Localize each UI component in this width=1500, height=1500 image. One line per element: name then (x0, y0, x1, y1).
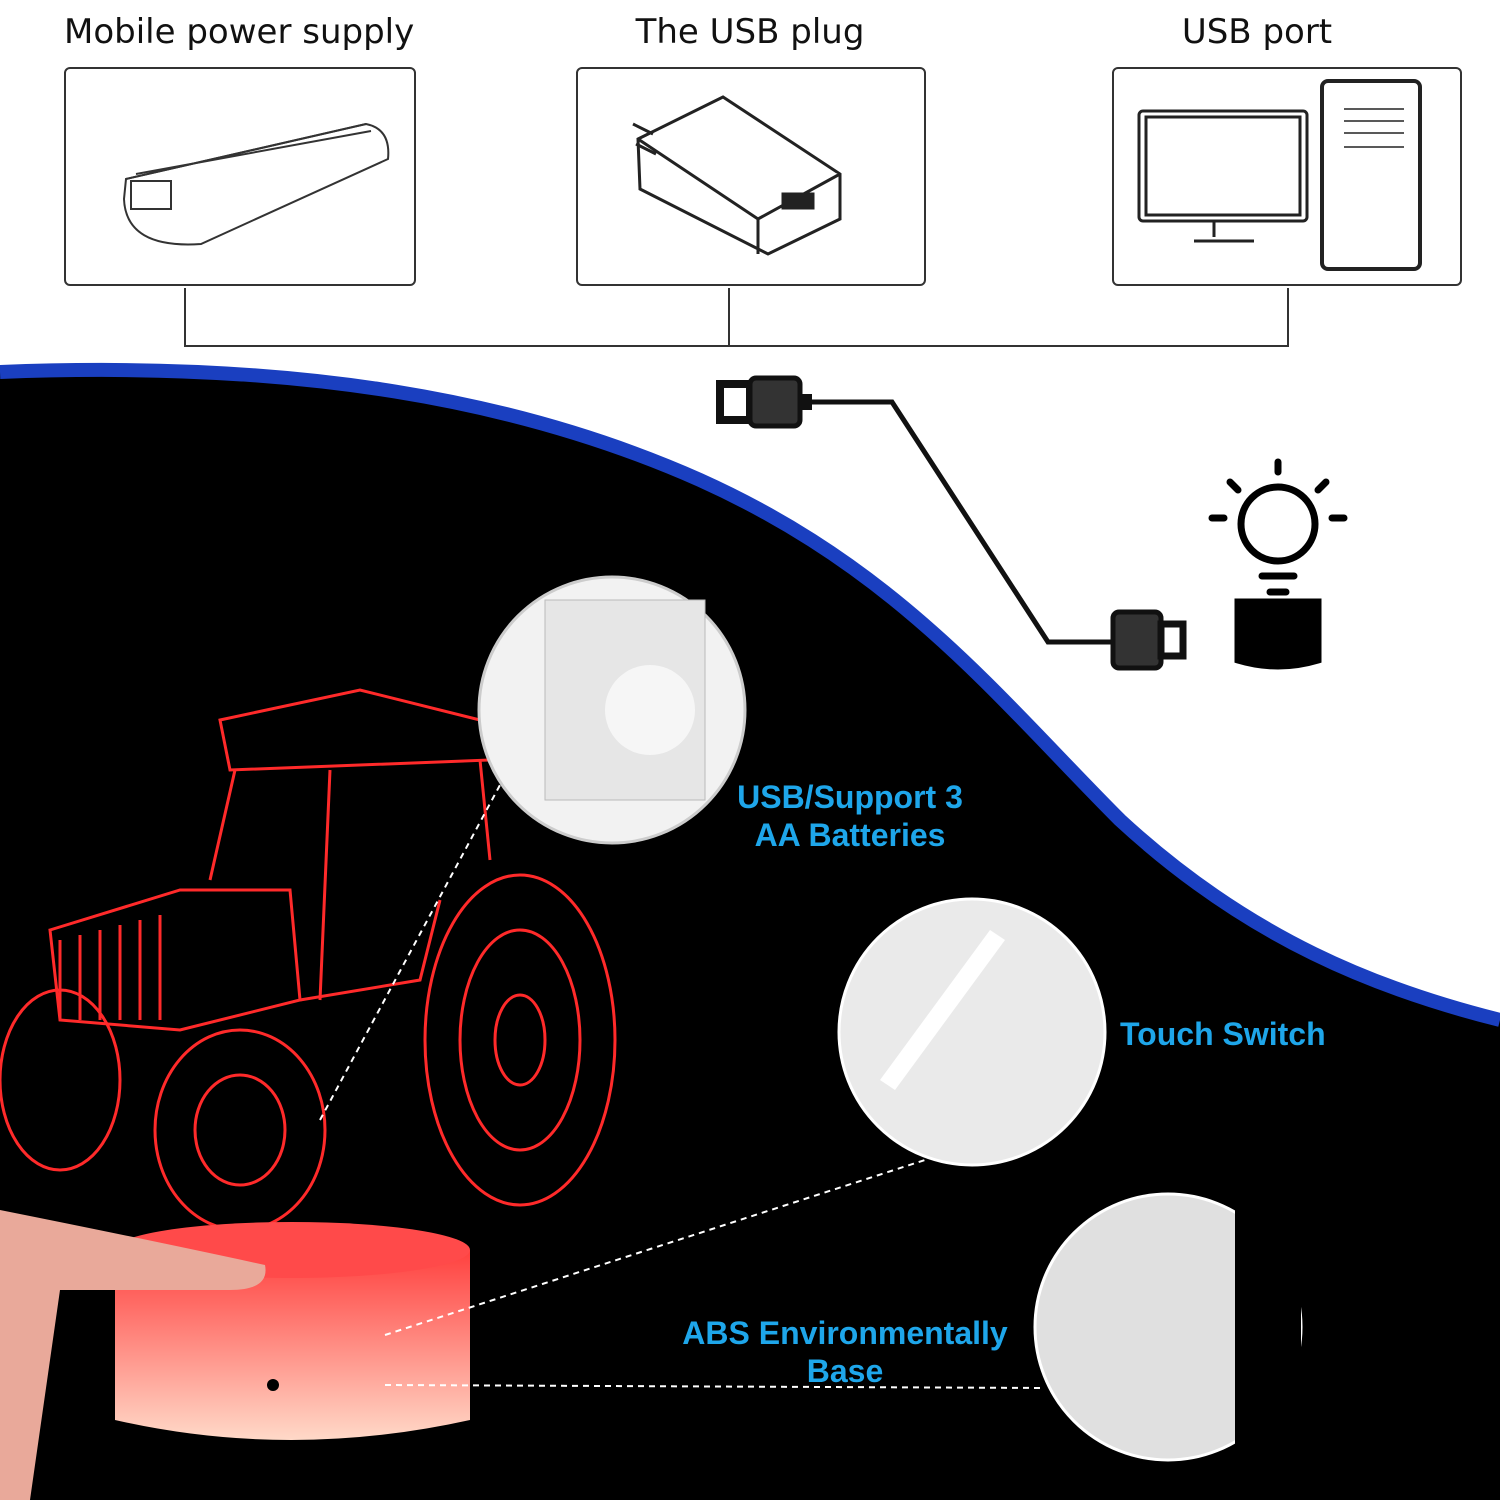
power-bank-icon (122, 122, 390, 246)
callout-batteries-line2: AA Batteries (754, 817, 946, 853)
callout-batteries-line1: USB/Support 3 (737, 779, 963, 815)
label-usb-plug: The USB plug (635, 12, 865, 52)
lamp-base-image (0, 1210, 470, 1500)
callout-touch-switch: Touch Switch (1120, 1016, 1326, 1052)
label-mobile-power-supply: Mobile power supply (64, 12, 415, 52)
computer-icon (1137, 79, 1422, 271)
connector-lines (184, 288, 1289, 347)
callout-base-line2: Base (806, 1353, 884, 1389)
usb-cable-icon (716, 375, 1187, 671)
lamp-bulb-icon (1208, 458, 1348, 670)
usb-adapter-icon (632, 95, 842, 256)
touch-switch-image (837, 897, 1107, 1167)
callout-base: ABS Environmentally Base (670, 1314, 1020, 1390)
base-texture-image (1033, 1192, 1303, 1462)
usb-adapter-box (576, 67, 926, 286)
callout-base-line1: ABS Environmentally (682, 1315, 1008, 1351)
power-bank-box (64, 67, 416, 286)
battery-compartment-image (477, 575, 747, 845)
callout-batteries: USB/Support 3 AA Batteries (720, 778, 980, 854)
computer-box (1112, 67, 1462, 286)
label-usb-port: USB port (1181, 12, 1333, 52)
callout-lines (319, 784, 1046, 1389)
